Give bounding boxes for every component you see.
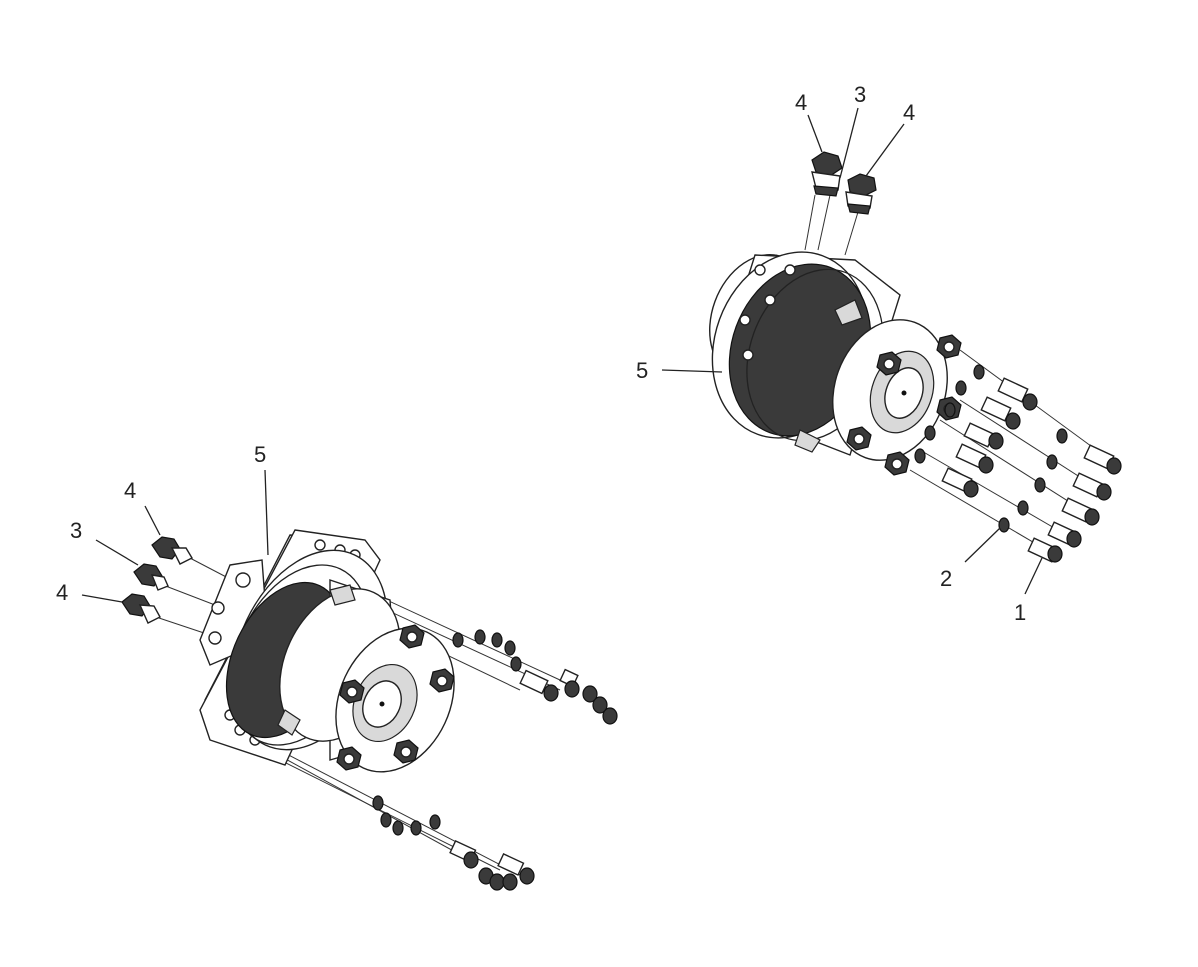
hex-nut	[884, 451, 910, 476]
cap-screw	[1083, 444, 1122, 475]
left-hub-nuts	[336, 624, 455, 771]
cap-screw	[478, 852, 525, 885]
cap-screw	[592, 696, 608, 714]
cap-screw	[963, 422, 1004, 450]
callout-4: 4	[124, 478, 136, 503]
hex-nut	[936, 334, 962, 359]
callout-1: 1	[1014, 600, 1026, 625]
hex-nut	[399, 624, 425, 649]
right-fittings	[811, 151, 877, 215]
cap-screw	[980, 396, 1021, 430]
left-motor-body	[225, 549, 455, 773]
callout-4: 4	[903, 100, 915, 125]
cap-screw	[519, 867, 535, 885]
right-motor-body	[709, 251, 948, 461]
cap-screw	[997, 377, 1038, 411]
fitting-top	[151, 536, 193, 565]
cap-screw	[1061, 497, 1100, 526]
left-lower-fasteners	[372, 795, 535, 891]
callout-5: 5	[254, 442, 266, 467]
cap-screw	[559, 668, 580, 698]
cap-screw	[519, 669, 559, 702]
cap-screw	[602, 707, 618, 725]
fitting-right	[845, 173, 877, 215]
right-cap-screws	[941, 377, 1122, 563]
left-fittings	[121, 536, 193, 624]
right-leaders	[661, 107, 1043, 595]
hex-nut	[846, 426, 872, 451]
left-leaders	[81, 469, 269, 603]
hex-nut	[393, 739, 419, 764]
callout-5: 5	[636, 358, 648, 383]
right-washers	[914, 364, 1068, 533]
fitting-left	[811, 151, 843, 197]
cap-screw	[502, 873, 518, 891]
cap-screw	[582, 685, 598, 703]
right-assembly: 4 3 4 5 2 1	[636, 82, 1122, 625]
fitting-bottom	[121, 593, 161, 624]
cap-screw	[1047, 521, 1082, 548]
cap-screw	[955, 443, 994, 474]
cap-screw	[489, 873, 505, 891]
callout-4: 4	[795, 90, 807, 115]
hex-nut	[429, 668, 455, 693]
cap-screw	[449, 839, 479, 869]
hex-nut	[339, 679, 365, 704]
fitting-middle	[133, 563, 169, 591]
hex-nut	[876, 351, 902, 376]
cap-screw	[1072, 472, 1112, 501]
cap-screw	[941, 467, 979, 498]
callout-3: 3	[70, 518, 82, 543]
left-assembly: 5 4 3 4	[56, 442, 618, 891]
left-upper-fasteners	[452, 629, 618, 725]
callout-4: 4	[56, 580, 68, 605]
hex-nut	[336, 746, 362, 771]
callout-2: 2	[940, 566, 952, 591]
cap-screw	[1027, 537, 1063, 563]
callout-3: 3	[854, 82, 866, 107]
